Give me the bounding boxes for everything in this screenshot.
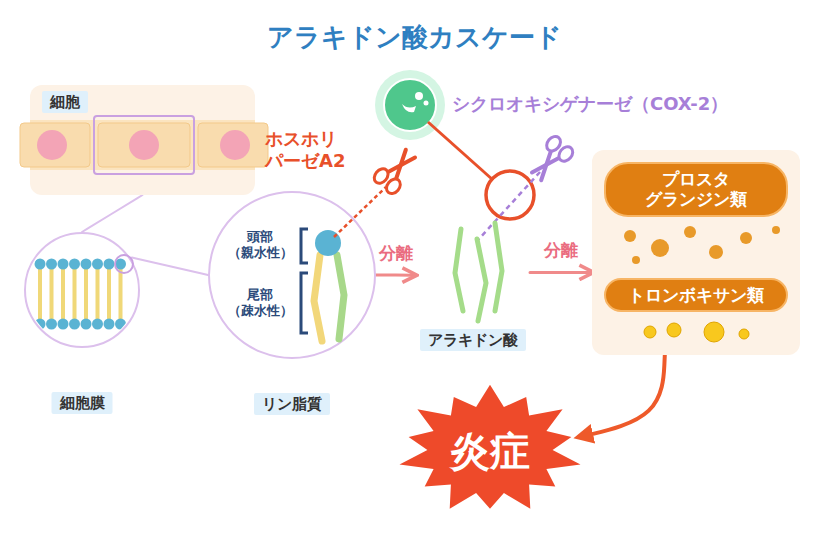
- membrane-circle: 細胞膜: [24, 232, 140, 348]
- product-panel: プロスタ グランジン類トロンボキサン類: [592, 150, 800, 355]
- node-text: 頭部 （親水性）: [222, 229, 298, 260]
- inflammation-burst: 炎症: [395, 383, 585, 518]
- connector: [530, 271, 592, 274]
- node-text: トロンボキサン類: [604, 278, 788, 312]
- edge-label: 分離: [379, 243, 413, 263]
- scissors-icon: [371, 145, 421, 197]
- phospholipid-circle: 頭部 （親水性）尾部 （疎水性）リン脂質: [208, 191, 376, 359]
- node-text: リン脂質: [254, 393, 330, 415]
- connector: [376, 274, 415, 277]
- edge-label: 分離: [544, 240, 578, 260]
- node-text: 細胞: [42, 91, 88, 113]
- arachidonic-acid: アラキドン酸: [415, 215, 530, 355]
- diagram-title: アラキドン酸カスケード: [0, 22, 828, 53]
- connector: [82, 195, 143, 232]
- connector: [132, 258, 208, 275]
- enzyme-mark: [402, 104, 416, 112]
- enzyme-dot: [415, 92, 423, 100]
- cut-line: [478, 172, 540, 240]
- node-text: 細胞膜: [52, 392, 113, 414]
- phospholipid-illustration: [210, 193, 374, 357]
- node-text: 炎症: [450, 427, 530, 475]
- arachidonic-illustration: [415, 215, 530, 325]
- enzyme-label: シクロオキシゲナーゼ（COX-2）: [452, 93, 728, 115]
- node-text: アラキドン酸: [420, 329, 526, 351]
- scissors-icon: [526, 134, 576, 186]
- enzyme-dot: [424, 101, 429, 106]
- node-text: プロスタ グランジン類: [604, 162, 788, 217]
- cell-panel: 細胞: [30, 85, 255, 195]
- node-text: 尾部 （疎水性）: [222, 287, 298, 318]
- membrane-illustration: [26, 234, 138, 346]
- inhibition-circle: [486, 171, 534, 219]
- connector: [579, 355, 665, 437]
- enzyme-label: ホスホリ パーゼA2: [265, 128, 365, 171]
- inhibition-line: [428, 122, 493, 180]
